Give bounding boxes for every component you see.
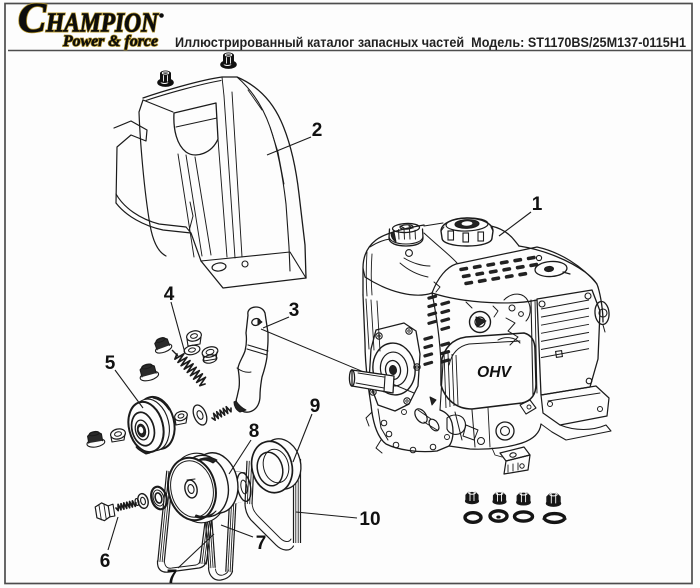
svg-text:2: 2 xyxy=(312,120,323,141)
svg-text:Power & force: Power & force xyxy=(62,33,158,50)
svg-text:1: 1 xyxy=(532,194,543,215)
svg-text:5: 5 xyxy=(105,353,116,374)
svg-text:HAMPION: HAMPION xyxy=(45,8,159,38)
svg-text:Иллюстрированный каталог запас: Иллюстрированный каталог запасных частей… xyxy=(175,35,686,50)
svg-text:8: 8 xyxy=(249,421,260,442)
svg-text:9: 9 xyxy=(310,396,321,417)
svg-text:10: 10 xyxy=(359,509,380,530)
svg-text:7: 7 xyxy=(256,533,267,554)
svg-text:4: 4 xyxy=(164,284,175,305)
svg-text:6: 6 xyxy=(100,551,111,572)
svg-text:Power & force: Power & force xyxy=(62,33,158,50)
svg-text:C: C xyxy=(18,0,47,42)
svg-text:3: 3 xyxy=(289,300,300,321)
svg-text:7: 7 xyxy=(167,567,178,588)
svg-text:HAMPION: HAMPION xyxy=(45,8,159,38)
svg-text:C: C xyxy=(18,0,47,42)
svg-text:OHV: OHV xyxy=(477,364,512,381)
